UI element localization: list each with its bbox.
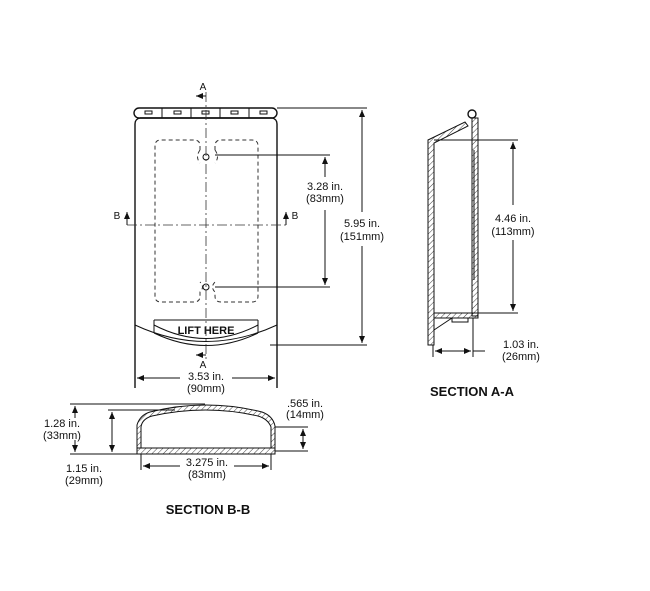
dim-height-in: 5.95 in. — [344, 218, 380, 230]
dim-width: 3.53 in. (90mm) — [137, 371, 275, 395]
dim-height: 5.95 in. (151mm) — [270, 107, 384, 346]
dim-hole-spacing-mm: (83mm) — [306, 193, 344, 205]
dim-bb-overall-height-in: 1.28 in. — [44, 418, 80, 430]
dim-aa-depth-mm: (26mm) — [502, 351, 540, 363]
dim-bb-side-height-mm: (14mm) — [286, 409, 324, 421]
dim-height-mm: (151mm) — [340, 231, 384, 243]
section-b-label-left: B — [114, 211, 121, 222]
dim-hole-spacing-in: 3.28 in. — [307, 181, 343, 193]
section-aa-title: SECTION A-A — [430, 384, 515, 399]
section-bb-title: SECTION B-B — [166, 502, 251, 517]
dim-bb-side-height: .565 in. (14mm) — [275, 398, 324, 452]
section-a-label-bottom: A — [200, 360, 207, 371]
dim-hole-spacing: 3.28 in. (83mm) — [215, 154, 344, 288]
dashed-outlet-right — [212, 139, 259, 303]
section-b-label-right: B — [292, 211, 299, 222]
dim-bb-inner-width: 3.275 in. (83mm) — [140, 454, 272, 481]
dim-bb-inner-height-in: 1.15 in. — [66, 463, 102, 475]
dim-width-in: 3.53 in. — [188, 371, 224, 383]
hinge-strip — [133, 107, 278, 119]
dim-aa-depth: 1.03 in. (26mm) — [432, 318, 540, 363]
front-view: LIFT HERE A A B B 3.28 in. (83mm) 5.95 i… — [114, 82, 384, 395]
section-a-label-top: A — [200, 82, 207, 93]
dim-bb-inner-width-mm: (83mm) — [188, 469, 226, 481]
dim-bb-inner-width-in: 3.275 in. — [186, 457, 228, 469]
dim-aa-inner-height-mm: (113mm) — [491, 226, 534, 238]
dim-bb-overall-height-mm: (33mm) — [43, 430, 81, 442]
dim-bb-overall-height: 1.28 in. (33mm) — [43, 403, 205, 455]
section-aa-view: 4.46 in. (113mm) 1.03 in. (26mm) SECTION… — [427, 109, 540, 399]
dashed-outlet-left — [154, 139, 203, 303]
dim-bb-side-height-in: .565 in. — [287, 398, 323, 410]
dim-width-mm: (90mm) — [187, 383, 225, 395]
section-bb-view: 1.28 in. (33mm) 1.15 in. (29mm) .565 in.… — [43, 398, 324, 517]
dim-aa-depth-in: 1.03 in. — [503, 339, 539, 351]
dim-aa-inner-height-in: 4.46 in. — [495, 213, 531, 225]
dim-aa-inner-height: 4.46 in. (113mm) — [434, 139, 535, 314]
dim-bb-inner-height: 1.15 in. (29mm) — [65, 409, 175, 487]
dim-bb-inner-height-mm: (29mm) — [65, 475, 103, 487]
